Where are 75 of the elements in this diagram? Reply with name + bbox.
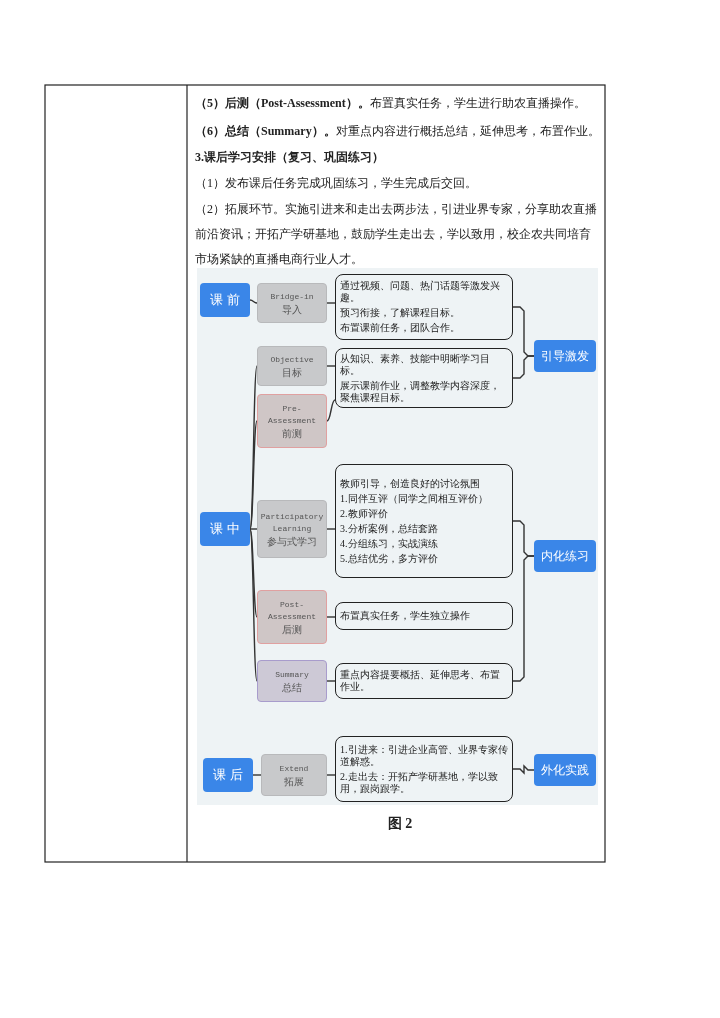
phase-label: 前测 [282, 427, 302, 440]
content-text: 4.分组练习，实战演练 [340, 537, 438, 550]
phase-label: 拓展 [284, 775, 304, 788]
phase-label: Summary [275, 668, 309, 681]
content-text: 5.总结优劣，多方评价 [340, 552, 438, 565]
paragraph: （5）后测（Post-Assessment）。布置真实任务，学生进行助农直播操作。 [195, 95, 587, 112]
figure-caption: 图 2 [386, 815, 414, 833]
connector-line [512, 555, 535, 682]
phase-box [257, 346, 327, 386]
content-text: 布置课前任务，团队合作。 [340, 322, 460, 334]
phase-label: 目标 [282, 366, 302, 379]
goal-label: 外化实践 [541, 762, 589, 778]
connector-line [326, 528, 336, 530]
stage-label: 课 后 [213, 767, 243, 783]
goal-label: 引导激发 [541, 348, 589, 364]
goal-label: 内化练习 [541, 548, 589, 564]
stage-box [203, 758, 253, 792]
goal-box [534, 754, 596, 786]
content-box [335, 663, 513, 699]
connector-line [249, 420, 258, 530]
paragraph: （6）总结（Summary）。对重点内容进行概括总结，延伸思考，布置作业。 [195, 123, 601, 140]
phase-label: Post-Assessment [267, 598, 317, 623]
connector-line [249, 528, 258, 530]
connector-line [249, 528, 258, 682]
content-text: 教师引导，创造良好的讨论氛围 [340, 477, 480, 490]
connector-line [326, 680, 336, 682]
content-text: 重点内容提要概括、延伸思考、布置作业。 [340, 669, 501, 693]
content-text: 3.分析案例，总结套路 [340, 522, 438, 535]
stage-label: 课 中 [210, 521, 240, 537]
phase-box [257, 660, 327, 702]
paragraph: （1）发布课后任务完成巩固练习，学生完成后交回。 [195, 175, 478, 192]
stage-box [200, 512, 250, 546]
phase-label: 导入 [282, 303, 302, 316]
phase-label: Pre-Assessment [267, 402, 317, 427]
content-text: 2.走出去：开拓产学研基地，学以致用，跟岗跟学。 [340, 770, 499, 795]
phase-box [257, 500, 327, 558]
section-heading: 3.课后学习安排（复习、巩固练习） [195, 149, 385, 166]
phase-label: 总结 [282, 681, 302, 694]
phase-label: Objective [270, 353, 314, 366]
content-text: 2.教师评价 [340, 507, 388, 520]
connector-line [326, 774, 336, 776]
connector-line [252, 774, 262, 776]
stage-label: 课 前 [210, 292, 240, 308]
content-box [335, 464, 513, 578]
phase-box [257, 394, 327, 448]
content-box [335, 348, 513, 408]
content-text: 布置真实任务，学生独立操作 [340, 610, 470, 622]
goal-box [534, 540, 596, 572]
connector-line [326, 302, 336, 304]
content-box [335, 274, 513, 340]
phase-label: 参与式学习 [267, 535, 317, 548]
content-box [335, 602, 513, 630]
phase-label: 后测 [282, 623, 302, 636]
connector-line [326, 365, 336, 367]
content-text: 展示课前作业，调整教学内容深度，聚焦课程目标。 [340, 379, 501, 404]
content-text: 1.引进来：引进企业高管、业界专家传道解惑。 [340, 743, 508, 768]
phase-label: Bridge-in [270, 290, 314, 303]
phase-label: Participatory Learning [260, 510, 324, 535]
content-box [335, 736, 513, 802]
content-text: 从知识、素养、技能中明晰学习目标。 [340, 352, 491, 377]
connector-line [512, 355, 535, 379]
content-text: 预习衔接，了解课程目标。 [340, 307, 460, 319]
content-text: 通过视频、问题、热门话题等激发兴趣。 [340, 280, 501, 304]
connector-line [512, 764, 535, 775]
phase-box [257, 283, 327, 323]
phase-box [257, 590, 327, 644]
connector-line [249, 299, 258, 304]
paragraph: （2）拓展环节。实施引进来和走出去两步法，引进业界专家，分享助农直播前沿资讯；开拓产学研基地，鼓励学生走出去，学以致用，校企农共同培育市场紧缺的直播电商行业人才。 [195, 201, 598, 268]
goal-box [534, 340, 596, 372]
stage-box [200, 283, 250, 317]
connector-line [326, 616, 336, 618]
content-text: 1.同伴互评（同学之间相互评价） [340, 492, 488, 505]
phase-box [261, 754, 327, 796]
connector-line [326, 399, 336, 422]
phase-label: Extend [279, 762, 309, 775]
